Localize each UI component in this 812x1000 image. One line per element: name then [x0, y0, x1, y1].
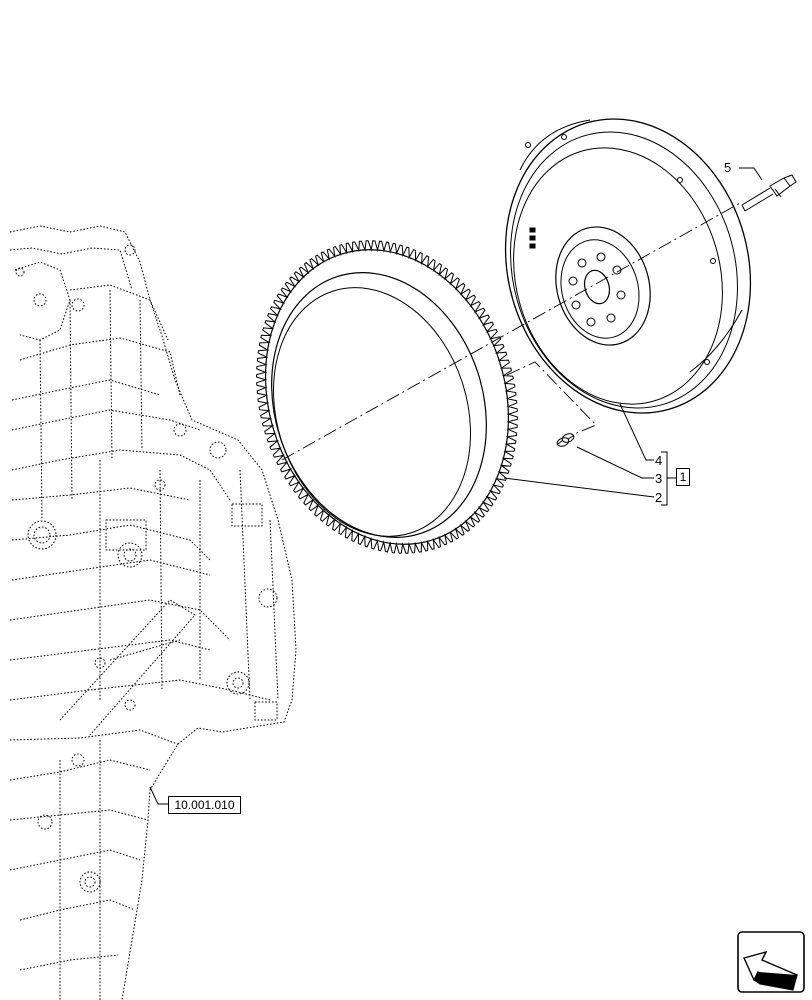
callout-pin: 3	[655, 471, 663, 486]
callout-leaders	[503, 167, 763, 506]
back-arrow-icon[interactable]	[737, 931, 805, 993]
dowel-pin	[556, 433, 575, 447]
centerlines	[281, 202, 741, 461]
flywheel	[504, 118, 752, 414]
flywheel-bolt	[741, 174, 797, 212]
gear-teeth-outline	[256, 240, 518, 554]
callout-ring-gear: 2	[655, 490, 663, 505]
callout-bolt: 5	[724, 160, 732, 175]
engine-block-reference[interactable]: 10.001.010	[168, 796, 241, 814]
engine-ref-leader	[149, 786, 168, 805]
engine-block	[9, 225, 297, 1000]
kit-reference-box: 1	[676, 468, 690, 486]
ring-gear	[256, 240, 518, 554]
callout-flywheel: 4	[655, 453, 663, 468]
